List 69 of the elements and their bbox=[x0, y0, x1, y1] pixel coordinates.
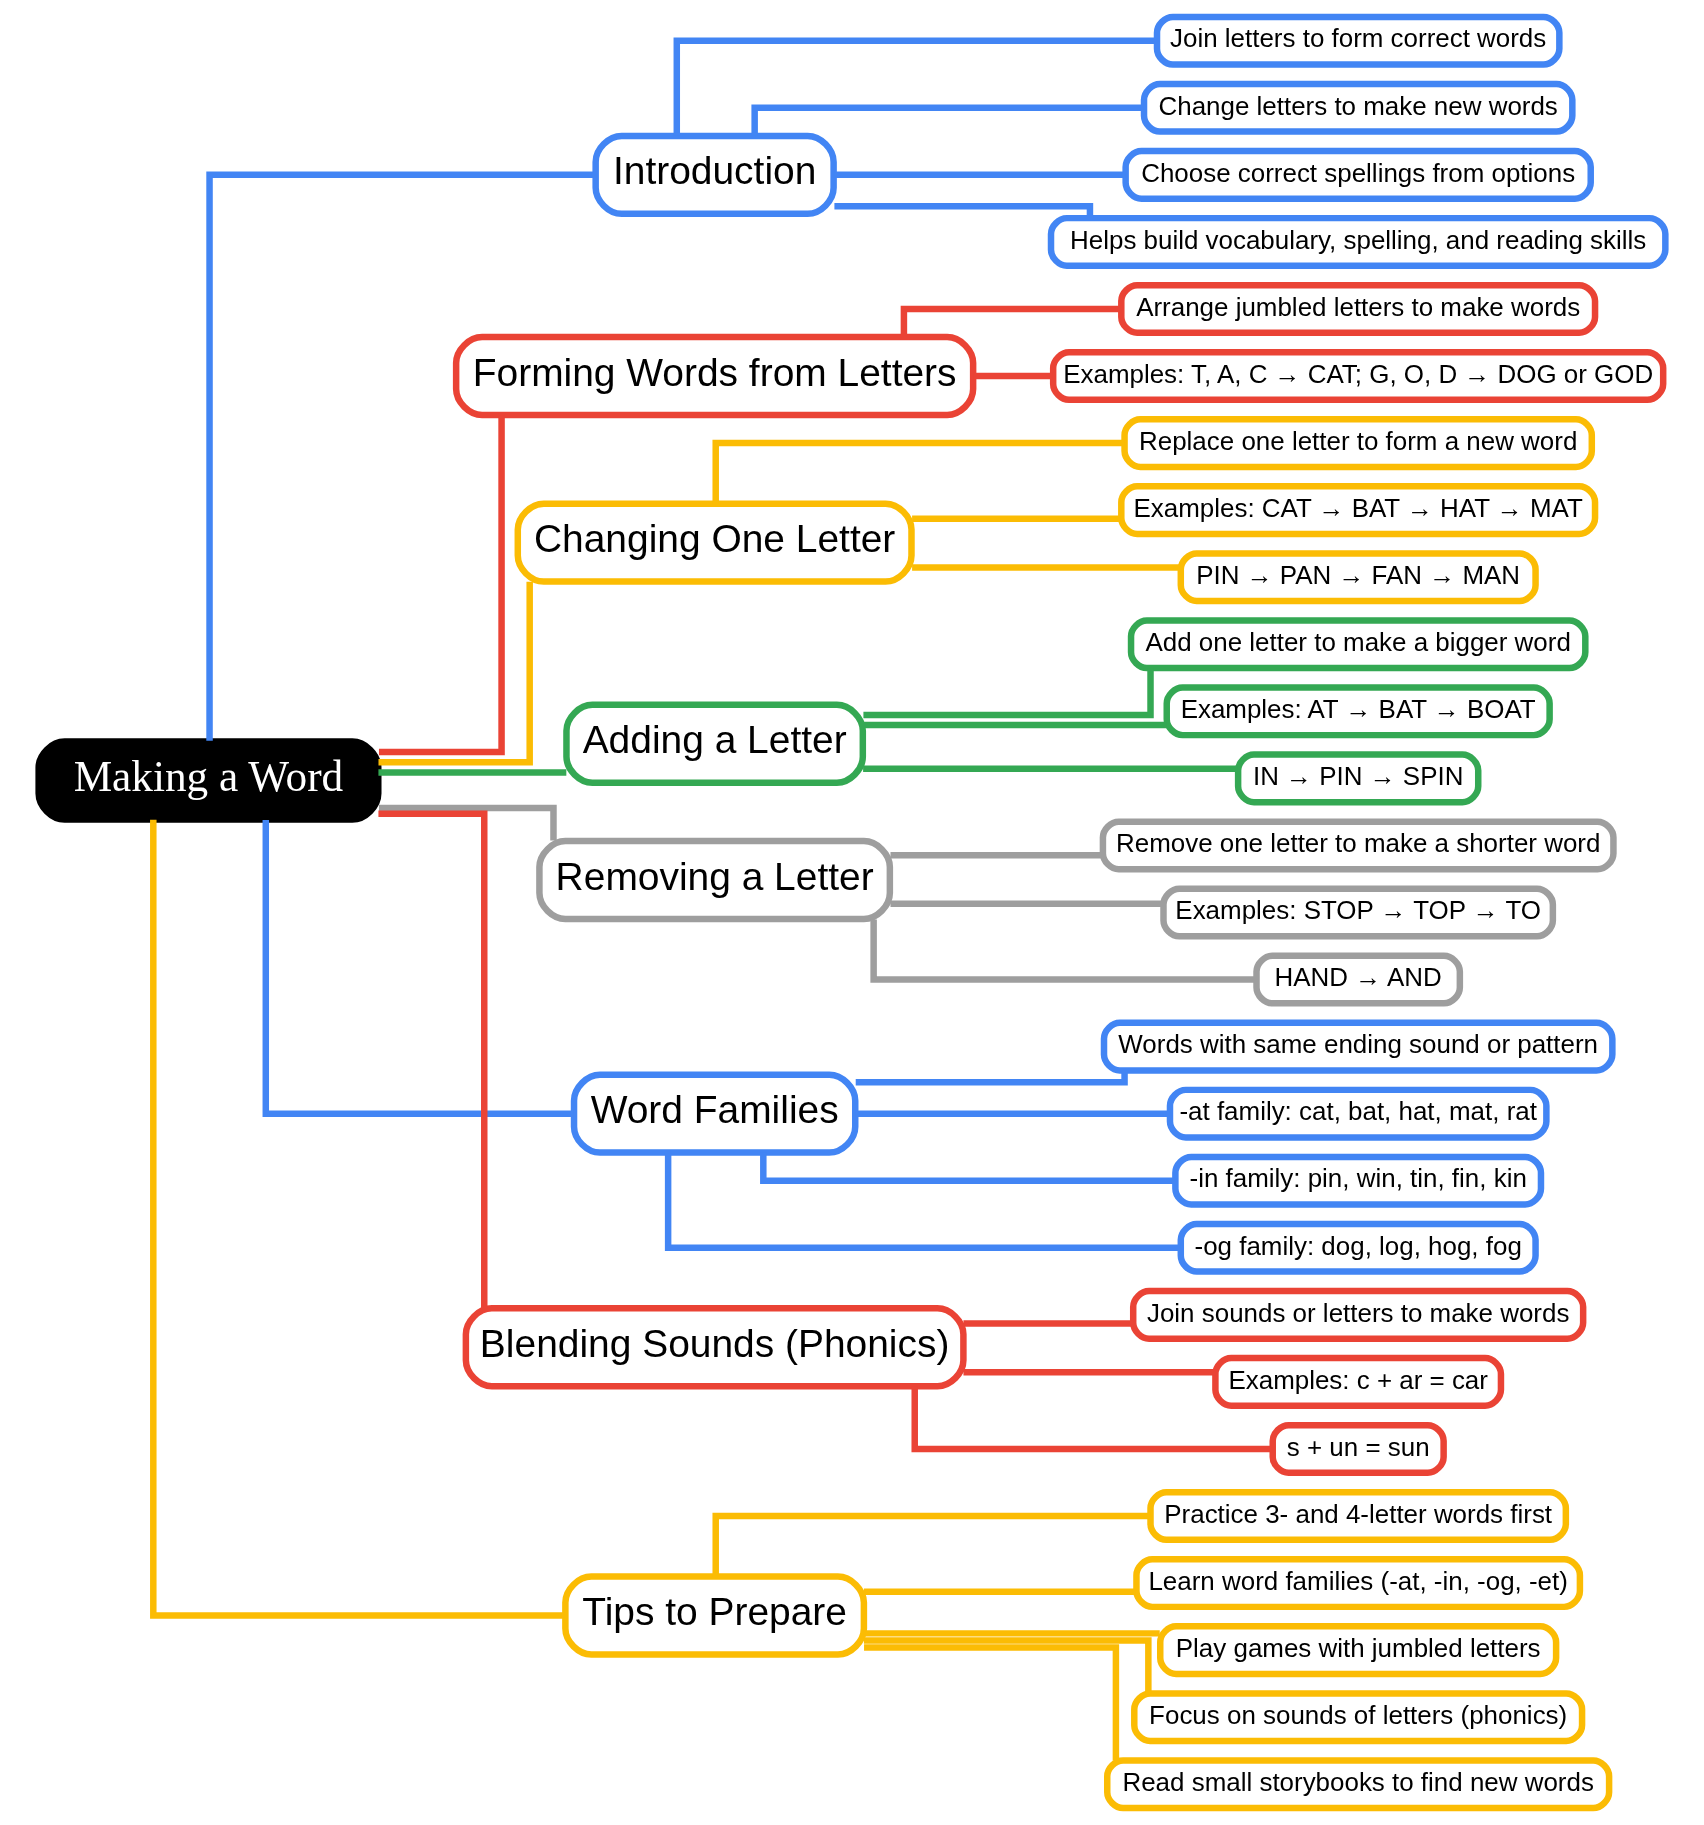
node-box: Examples: CAT → BAT → HAT → MAT bbox=[1118, 483, 1599, 538]
node-box: Removing a Letter bbox=[536, 837, 894, 923]
node-box: PIN → PAN → FAN → MAN bbox=[1177, 550, 1539, 605]
connector bbox=[378, 769, 567, 776]
connector bbox=[863, 1637, 1152, 1693]
connector bbox=[890, 851, 1103, 859]
node-box: s + un = sun bbox=[1269, 1421, 1447, 1476]
node-box: Words with same ending sound or pattern bbox=[1100, 1019, 1616, 1074]
node-box: IN → PIN → SPIN bbox=[1234, 751, 1482, 806]
node-box: HAND → AND bbox=[1253, 952, 1464, 1007]
connector bbox=[912, 564, 1181, 571]
connector bbox=[834, 171, 1126, 179]
connector bbox=[863, 721, 1167, 729]
node-box: Join sounds or letters to make words bbox=[1129, 1287, 1587, 1342]
connector bbox=[378, 581, 533, 766]
connector bbox=[760, 1152, 1175, 1184]
connector bbox=[863, 765, 1238, 772]
connector bbox=[864, 1644, 1120, 1761]
node-box: Examples: c + ar = car bbox=[1212, 1354, 1505, 1409]
connector bbox=[863, 668, 1154, 719]
node-box: Practice 3- and 4-letter words first bbox=[1147, 1489, 1570, 1544]
node-box: Choose correct spellings from options bbox=[1122, 147, 1594, 202]
connector bbox=[963, 1368, 1216, 1376]
connector bbox=[378, 415, 505, 756]
node-box: Tips to Prepare bbox=[562, 1573, 868, 1658]
connector bbox=[206, 171, 596, 741]
node-box: Arrange jumbled letters to make words bbox=[1118, 281, 1599, 336]
connector bbox=[262, 820, 574, 1117]
connector bbox=[664, 1153, 1181, 1252]
connector bbox=[863, 1630, 1160, 1637]
node-box: Blending Sounds (Phonics) bbox=[462, 1305, 967, 1390]
node-box: Changing One Letter bbox=[514, 500, 915, 585]
node-box: Examples: STOP → TOP → TO bbox=[1160, 885, 1557, 940]
connector bbox=[378, 810, 488, 1309]
node-box: Join letters to form correct words bbox=[1153, 13, 1563, 68]
node-box: Focus on sounds of letters (phonics) bbox=[1131, 1690, 1586, 1745]
node-box: Read small storybooks to find new words bbox=[1104, 1757, 1613, 1812]
connector bbox=[712, 1512, 1151, 1577]
connector bbox=[855, 1071, 1128, 1086]
node-box: Examples: AT → BAT → BOAT bbox=[1163, 684, 1553, 739]
node-box: -at family: cat, bat, hat, mat, rat bbox=[1166, 1086, 1550, 1141]
connector bbox=[150, 819, 565, 1619]
node-box: -og family: dog, log, hog, fog bbox=[1177, 1220, 1539, 1275]
connector bbox=[751, 104, 1144, 136]
node-box: Change letters to make new words bbox=[1140, 80, 1576, 135]
connector bbox=[973, 372, 1053, 380]
connector bbox=[673, 37, 1157, 136]
connector bbox=[890, 900, 1164, 908]
node-box: Replace one letter to form a new word bbox=[1121, 416, 1596, 471]
node-box: Making a Word bbox=[35, 738, 382, 823]
connector bbox=[834, 203, 1094, 218]
node-box: Helps build vocabulary, spelling, and reading skills bbox=[1047, 214, 1669, 269]
node-box: Word Families bbox=[570, 1071, 859, 1156]
node-box: Forming Words from Letters bbox=[452, 333, 977, 419]
node-box: Adding a Letter bbox=[563, 701, 867, 786]
connector bbox=[911, 1386, 1273, 1453]
connector bbox=[912, 515, 1121, 523]
node-box: Examples: T, A, C → CAT; G, O, D → DOG or GOD bbox=[1049, 349, 1667, 404]
connector bbox=[963, 1320, 1134, 1327]
node-box: -in family: pin, win, tin, fin, kin bbox=[1172, 1153, 1545, 1208]
node-box: Add one letter to make a bigger word bbox=[1127, 617, 1589, 672]
connector bbox=[863, 1588, 1136, 1595]
node-box: Play games with jumbled letters bbox=[1157, 1623, 1560, 1678]
node-box: Learn word families (-at, -in, -og, -et) bbox=[1133, 1556, 1584, 1611]
connector bbox=[855, 1110, 1170, 1117]
node-box: Introduction bbox=[592, 132, 837, 218]
connector bbox=[712, 439, 1125, 504]
connector bbox=[870, 919, 1256, 983]
node-box: Remove one letter to make a shorter word bbox=[1099, 818, 1617, 873]
